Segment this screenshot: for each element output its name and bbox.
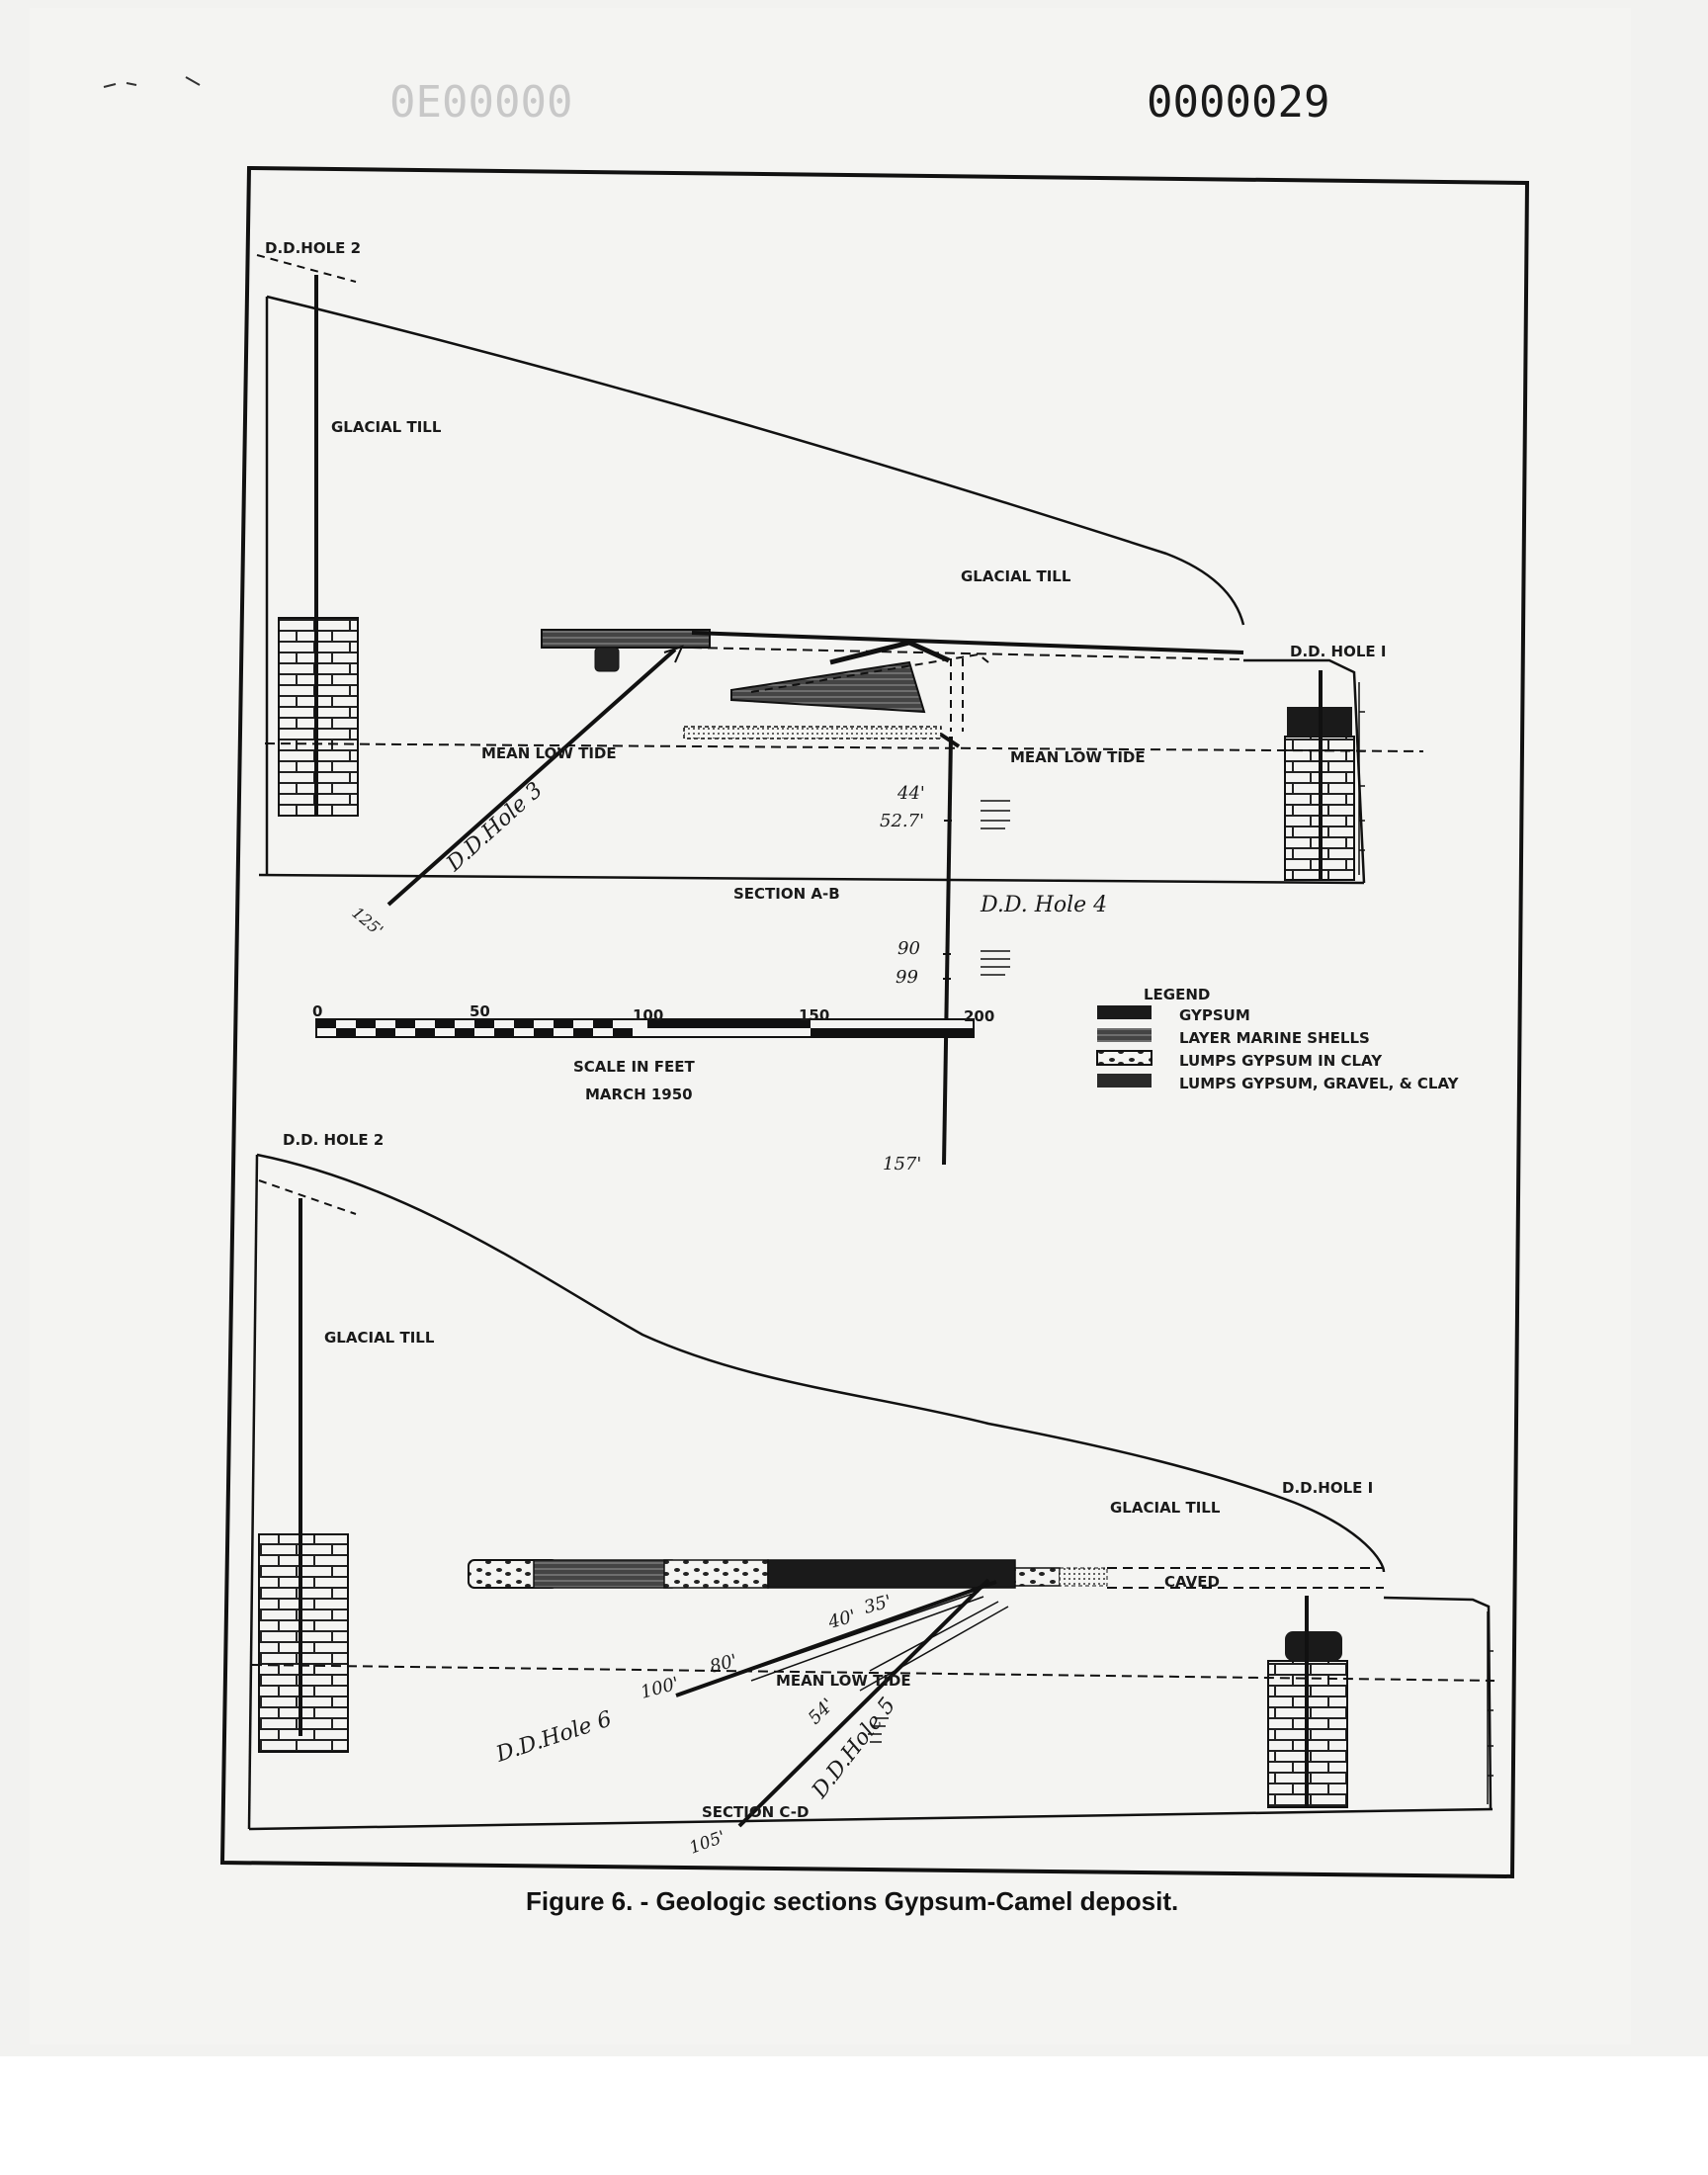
scale-bar: 0 50 100 150 200 SCALE IN FEET MARCH 195… <box>312 1002 994 1103</box>
section-ab-title: SECTION A-B <box>733 885 840 903</box>
depth-40: 40' <box>825 1606 858 1633</box>
gravel-bed-mid <box>663 1559 769 1589</box>
drill-hole-5-line <box>737 1578 990 1828</box>
hole6-label: D.D.Hole 6 <box>492 1706 615 1768</box>
hole2-label-ab: D.D.HOLE 2 <box>265 239 361 257</box>
gypsum-bed-upper <box>541 629 711 649</box>
depth-54: 54' <box>805 1695 839 1729</box>
drill-hole-4-line <box>942 736 953 1166</box>
legend-title: LEGEND <box>1144 986 1210 1003</box>
glacial-till-label-ab-left: GLACIAL TILL <box>331 418 442 436</box>
scale-tick-50: 50 <box>470 1002 490 1020</box>
faint-stamp-number: 0E00000 <box>389 77 572 128</box>
hole4-depth-157: 157' <box>883 1154 921 1174</box>
hole1-label-ab: D.D. HOLE I <box>1290 643 1386 660</box>
shell-bed-cd <box>533 1559 673 1589</box>
hole1-label-cd: D.D.HOLE I <box>1282 1479 1373 1497</box>
hole4-label: D.D. Hole 4 <box>980 893 1107 917</box>
hole2-label-cd: D.D. HOLE 2 <box>283 1131 384 1149</box>
gypsum-cap-right-cd <box>1285 1631 1342 1661</box>
depth-100: 100' <box>639 1673 681 1702</box>
glacial-till-label-ab-right: GLACIAL TILL <box>961 567 1071 585</box>
base-line-cd <box>248 1807 1494 1831</box>
depth-105: 105' <box>687 1827 728 1858</box>
caved-label: CAVED <box>1164 1573 1220 1591</box>
scale-tick-100: 100 <box>633 1006 663 1024</box>
hole3-depth: 125' <box>348 904 386 940</box>
glacial-till-label-cd-right: GLACIAL TILL <box>1110 1499 1221 1517</box>
glacial-till-label-cd-left: GLACIAL TILL <box>324 1329 435 1347</box>
geologic-sections-figure: 0E00000 0000029 <box>103 76 1530 1916</box>
scale-label: SCALE IN FEET <box>573 1058 696 1076</box>
legend-swatch-gypsum <box>1097 1005 1152 1019</box>
section-cd: D.D. HOLE 2 D.D.HOLE I GLACIAL TILL GLAC… <box>247 1131 1495 1859</box>
gypsum-bed-cd <box>767 1559 1016 1589</box>
section-ab: D.D.HOLE 2 D.D. HOLE I GLACIAL TILL GLAC… <box>256 239 1424 1174</box>
depth-35: 35' <box>862 1591 894 1617</box>
marine-shell-lens <box>730 660 926 714</box>
document-number: 0000029 <box>1147 77 1329 128</box>
hole4-depth-90: 90 <box>897 938 920 959</box>
legend-swatch-lumps-clay <box>1096 1050 1153 1066</box>
ground-surface-cd <box>256 1153 1386 1573</box>
scale-checkers <box>316 1019 974 1037</box>
scale-tick-200: 200 <box>964 1007 994 1025</box>
tide-label-ab-right: MEAN LOW TIDE <box>1010 748 1146 766</box>
legend-item-shells: LAYER MARINE SHELLS <box>1179 1029 1370 1047</box>
legend-item-lumps-gravel: LUMPS GYPSUM, GRAVEL, & CLAY <box>1179 1075 1460 1092</box>
hole4-depth-52: 52.7' <box>880 811 924 831</box>
scale-tick-150: 150 <box>799 1006 829 1024</box>
base-line-ab <box>258 873 1365 885</box>
figure-caption: Figure 6. - Geologic sections Gypsum-Cam… <box>526 1886 1178 1916</box>
mean-low-tide-line-cd <box>251 1664 1495 1682</box>
scale-date: MARCH 1950 <box>585 1086 693 1103</box>
hole4-depth-99: 99 <box>896 967 918 988</box>
scan-marks <box>103 76 201 88</box>
scanned-page: 0E00000 0000029 <box>0 0 1708 2056</box>
bedrock-column-left-cd <box>258 1533 349 1753</box>
figure-frame <box>219 165 1530 1879</box>
mean-low-tide-line-ab <box>264 742 1424 752</box>
legend-item-lumps-clay: LUMPS GYPSUM IN CLAY <box>1179 1052 1383 1070</box>
tide-label-ab-left: MEAN LOW TIDE <box>481 744 617 762</box>
legend-swatch-lumps-gravel <box>1097 1074 1152 1088</box>
tide-label-cd: MEAN LOW TIDE <box>776 1672 911 1690</box>
hole3-label: D.D.Hole 3 <box>442 778 549 877</box>
legend: LEGEND GYPSUM LAYER MARINE SHELLS LUMPS … <box>1096 986 1460 1092</box>
drill-hole-3-line <box>386 648 677 907</box>
hole4-depth-44: 44' <box>897 783 925 804</box>
legend-item-gypsum: GYPSUM <box>1179 1006 1250 1024</box>
section-cd-title: SECTION C-D <box>702 1803 809 1821</box>
ground-surface-ab <box>266 295 1245 626</box>
scale-tick-0: 0 <box>312 1002 322 1020</box>
drill-hole-6-line <box>675 1580 997 1697</box>
legend-swatch-shells <box>1097 1028 1152 1042</box>
